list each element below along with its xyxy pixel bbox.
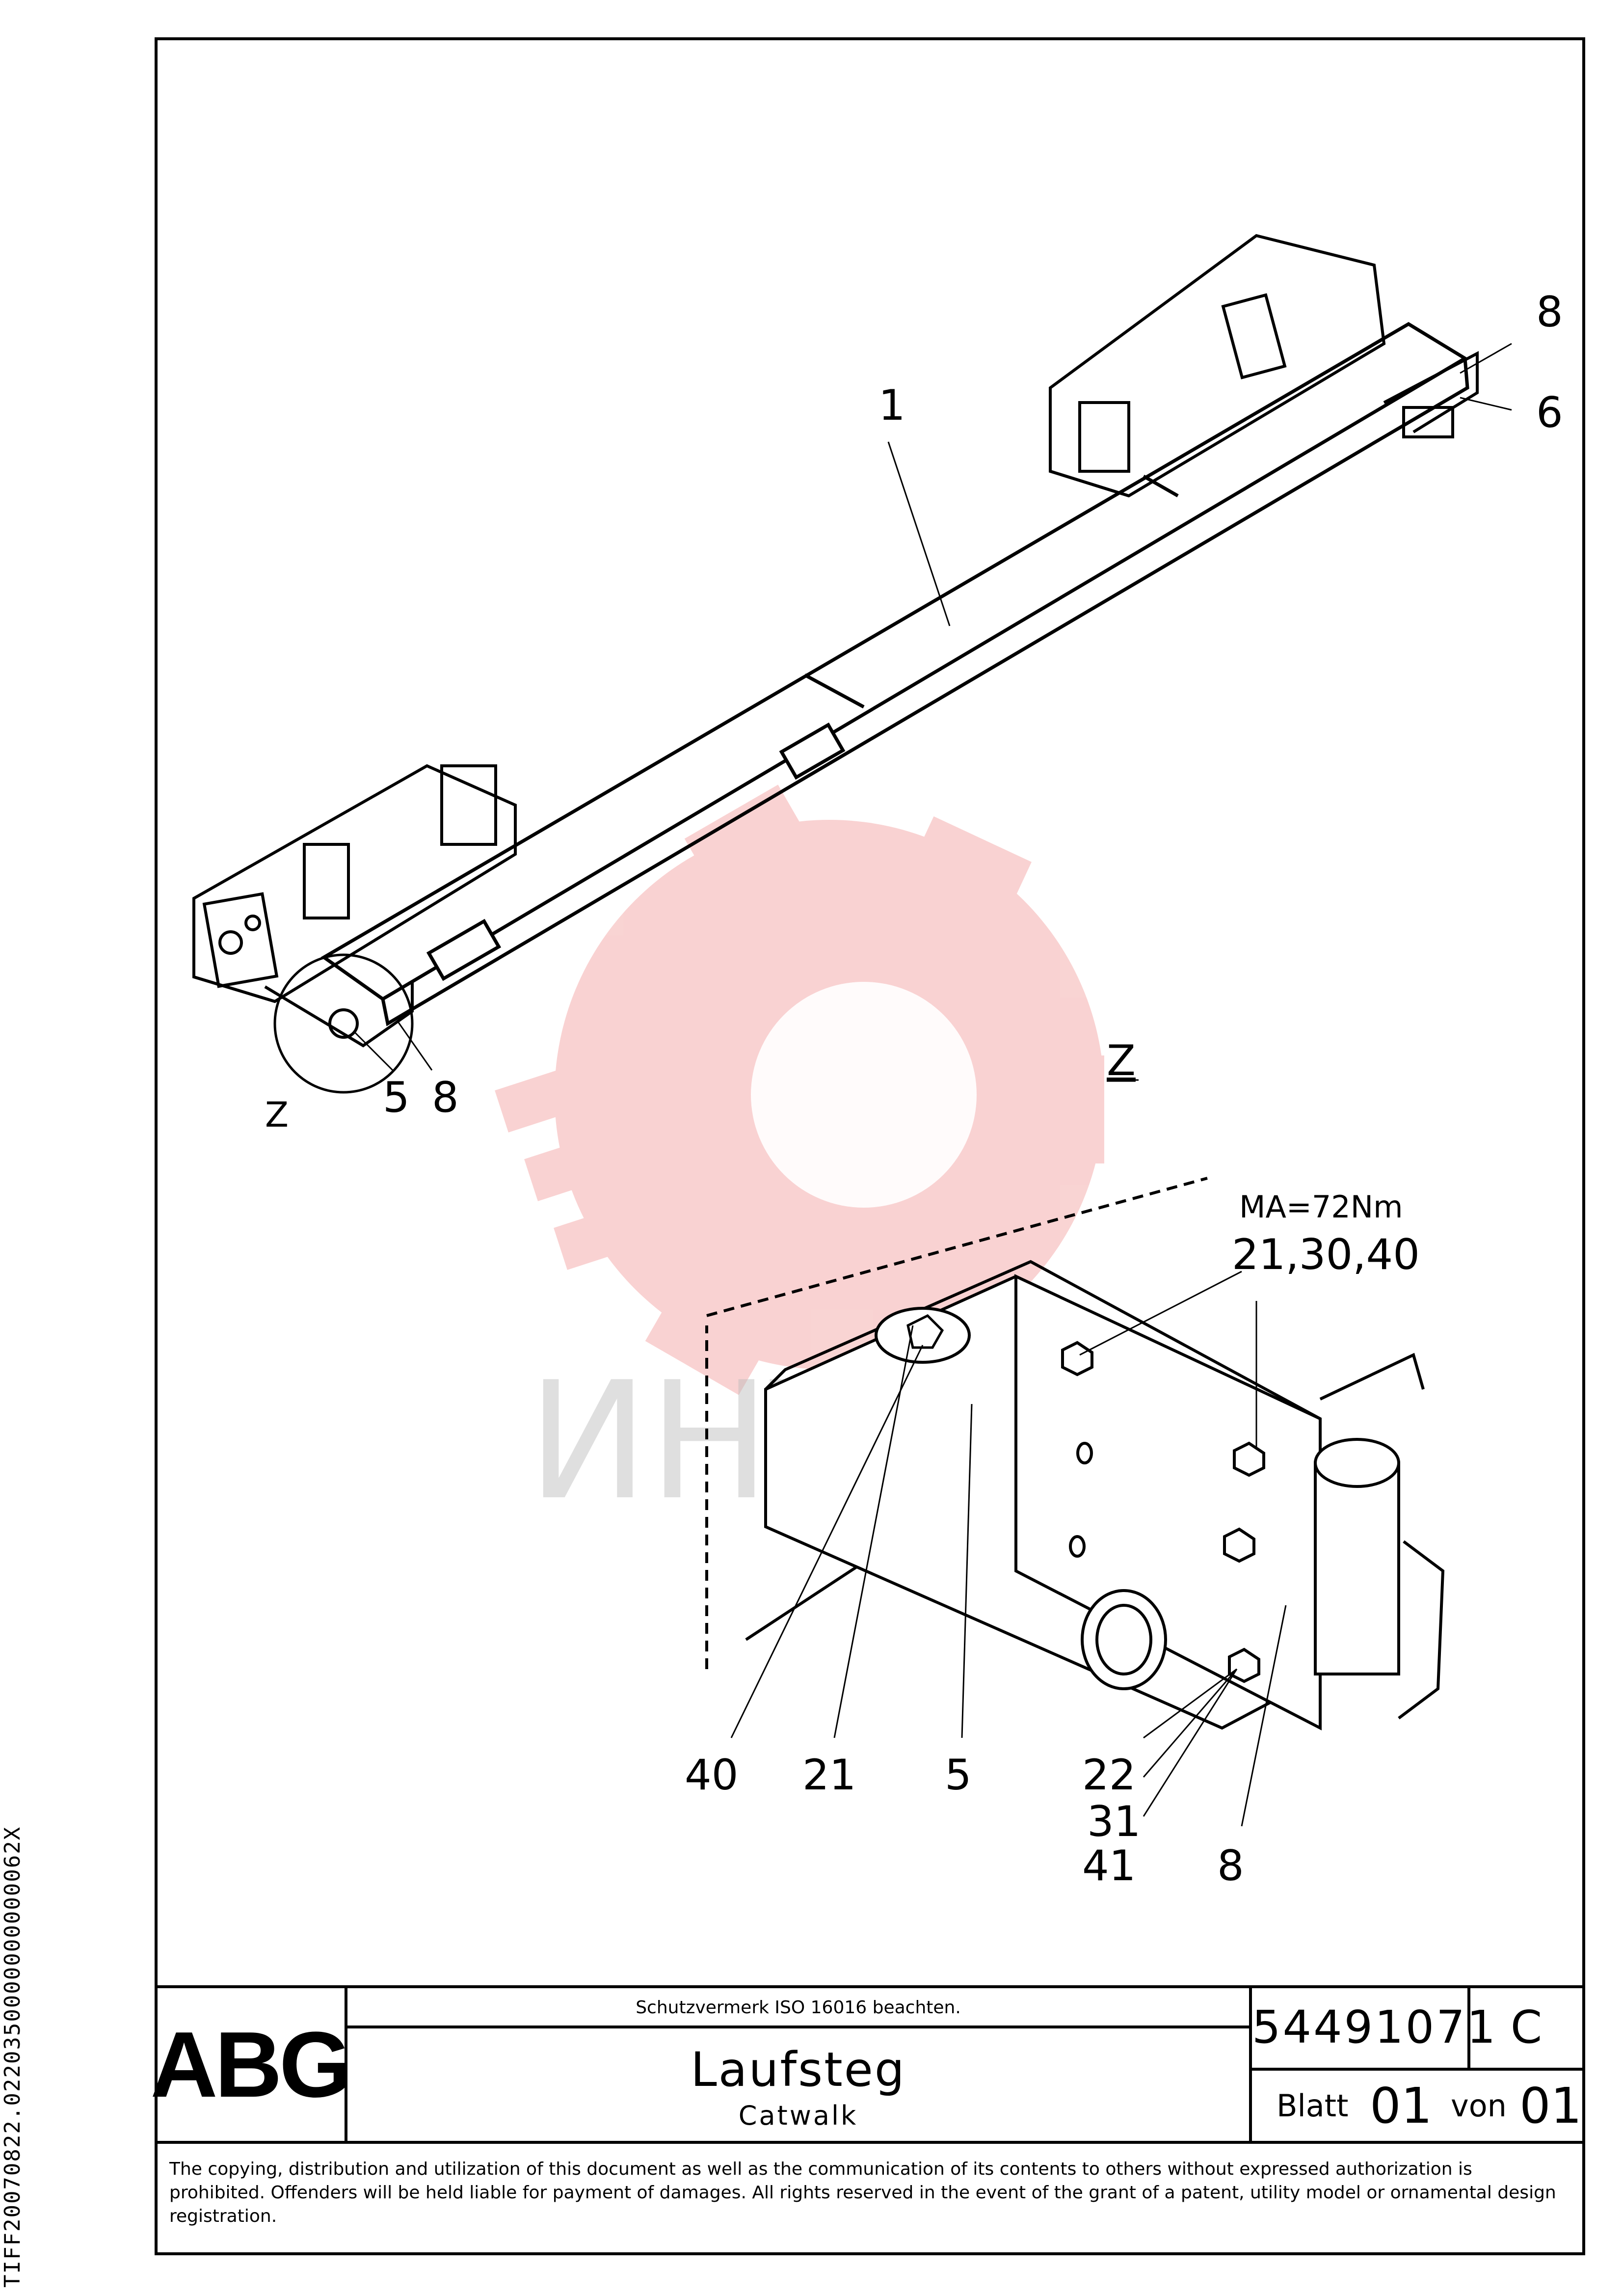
copyright-notice: The copying, distribution and utilizatio… <box>155 2141 1585 2255</box>
view-label-z: Z <box>265 1095 289 1135</box>
watermark-gear-inner <box>751 982 977 1208</box>
callout-8-top: 8 <box>1536 288 1563 337</box>
drawing-frame <box>155 37 1585 2255</box>
sheet-info: Blatt 01 von 01 <box>1252 2071 1582 2141</box>
title-german: Laufsteg <box>691 2042 906 2097</box>
drawing-number: 54491071 <box>1252 1988 1495 2071</box>
watermark-gear-logo <box>495 784 1104 1395</box>
callout-21: 21 <box>802 1751 856 1800</box>
callout-8-left: 8 <box>432 1073 459 1122</box>
callout-8-bottom: 8 <box>1217 1841 1244 1891</box>
title-block: ABG Schutzvermerk ISO 16016 beachten. La… <box>150 1985 1585 2141</box>
callout-41: 41 <box>1082 1841 1136 1891</box>
revision: C <box>1470 1988 1582 2071</box>
callout-21-30-40: 21,30,40 <box>1232 1230 1420 1279</box>
drawing-info: 54491071 C Blatt 01 von 01 <box>1252 1988 1582 2141</box>
callout-22: 22 <box>1082 1751 1136 1800</box>
torque-note: MA=72Nm <box>1239 1189 1403 1225</box>
callout-31: 31 <box>1087 1797 1141 1846</box>
leader-lines <box>352 343 1512 1827</box>
sheet-label: Blatt <box>1277 2088 1349 2124</box>
of-label: von <box>1451 2088 1507 2124</box>
sheet-number: 01 <box>1370 2077 1433 2134</box>
callout-labels: 1 8 6 5 8 Z Z MA=72Nm 21,30,40 40 21 5 2… <box>265 288 1563 1891</box>
right-screed-frame <box>1049 234 1479 498</box>
total-sheets: 01 <box>1519 2077 1582 2134</box>
side-file-id: TIFF20070822.0220350000000000062X <box>0 1826 25 2288</box>
protection-note: Schutzvermerk ISO 16016 beachten. <box>347 1988 1249 2028</box>
title-english: Catwalk <box>738 2100 858 2131</box>
callout-5-left: 5 <box>383 1073 410 1122</box>
callout-1: 1 <box>878 381 905 430</box>
callout-6: 6 <box>1536 388 1563 437</box>
left-screed-frame <box>192 764 517 1094</box>
callout-5: 5 <box>945 1751 972 1800</box>
callout-40: 40 <box>685 1751 738 1800</box>
abg-logo: ABG <box>150 1988 352 2141</box>
title-cell: Schutzvermerk ISO 16016 beachten. Laufst… <box>347 1988 1252 2141</box>
detail-label-z: Z <box>1107 1036 1136 1085</box>
